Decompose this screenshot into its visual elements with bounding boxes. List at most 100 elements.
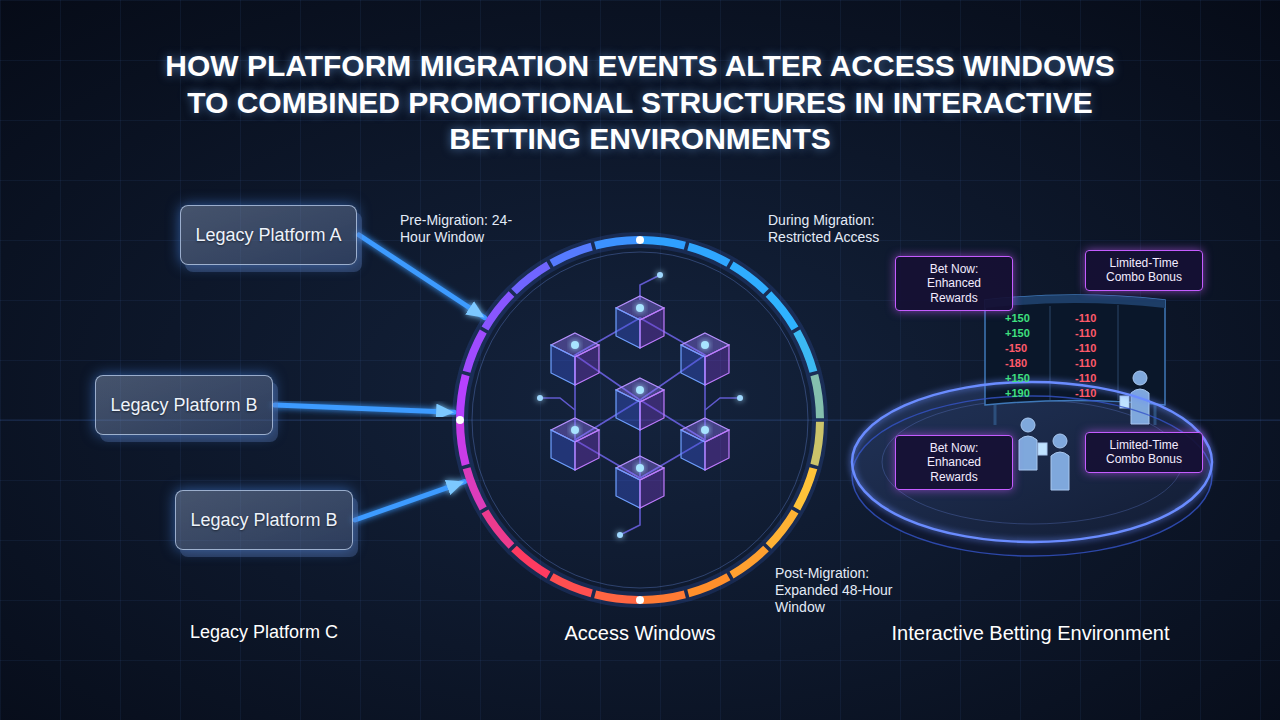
betting-platform: Interactive Betting Environment Bet Now: …	[848, 240, 1213, 650]
person-figure	[1021, 418, 1035, 432]
network-cube	[551, 296, 729, 508]
ring-segment	[793, 330, 817, 373]
migration-arrow	[355, 482, 464, 520]
ring-marker	[636, 236, 644, 244]
person-figure	[1051, 452, 1069, 490]
circuit-node	[537, 272, 743, 538]
promo-sign: Limited-Time Combo Bonus	[1085, 250, 1203, 291]
promo-sign: Bet Now: Enhanced Rewards	[895, 256, 1013, 311]
odds-board	[1050, 306, 1051, 400]
odds-board	[1154, 405, 1157, 425]
migration-arrow	[359, 235, 485, 318]
ring-segment	[642, 590, 686, 604]
migration-arrow	[275, 405, 454, 412]
ring-inner	[472, 252, 808, 588]
ring-segment	[730, 262, 769, 295]
ring-segment	[456, 422, 470, 466]
circuit-trace	[620, 505, 640, 535]
access-window-ring: Access Windows	[452, 232, 828, 608]
ring-segment	[642, 236, 686, 250]
person-figure	[1038, 443, 1047, 455]
circuit-trace	[705, 398, 740, 410]
promo-sign: Limited-Time Combo Bonus	[1085, 432, 1203, 473]
promo-sign: Bet Now: Enhanced Rewards	[895, 435, 1013, 490]
platform-outline	[848, 240, 1213, 650]
ring-segment	[456, 374, 470, 418]
circuit-node	[657, 272, 663, 278]
ring-segment	[730, 546, 769, 579]
person-figure	[1133, 371, 1147, 385]
ring-segment	[482, 291, 515, 330]
circuit-trace	[540, 398, 575, 410]
promo-text: Limited-Time Combo Bonus	[1092, 438, 1196, 467]
network-cube	[681, 333, 729, 385]
connector-group	[275, 235, 485, 520]
network-cube	[551, 333, 599, 385]
odds-board	[985, 295, 1165, 425]
platform-rim	[852, 382, 1212, 542]
ring-segment	[511, 262, 550, 295]
ring-heading: Access Windows	[452, 622, 828, 645]
odds-board	[994, 405, 997, 425]
ring-marker	[456, 416, 464, 424]
circuit-trace	[640, 275, 660, 300]
odds-cell: -110	[1075, 342, 1096, 354]
ring-segment	[594, 236, 638, 250]
circuit-node	[617, 532, 623, 538]
ring-outline	[452, 232, 828, 608]
person-figure	[1120, 396, 1129, 408]
odds-cell: -110	[1075, 372, 1096, 384]
platform-name: Legacy Platform B	[110, 395, 257, 416]
circuit-node	[537, 395, 543, 401]
odds-cell: +150	[1005, 372, 1030, 384]
network-cube	[551, 418, 599, 470]
platform-deck	[852, 382, 1212, 542]
phase-label: During Migration: Restricted Access	[768, 212, 896, 246]
odds-board	[985, 295, 1165, 308]
odds-cell: +150	[1005, 327, 1030, 339]
odds-cell: +190	[1005, 387, 1030, 399]
ring-segment	[766, 510, 799, 549]
odds-cell: +150	[1005, 312, 1030, 324]
odds-cell: -110	[1075, 387, 1096, 399]
odds-cell: -150	[1005, 342, 1027, 354]
legacy-platform: Legacy Platform BLegacy Platform C	[175, 490, 353, 550]
odds-cell: -110	[1075, 312, 1096, 324]
ring-segment	[594, 590, 638, 604]
network-cube	[616, 296, 664, 348]
platform-heading: Interactive Betting Environment	[848, 622, 1213, 645]
promo-text: Bet Now: Enhanced Rewards	[902, 441, 1006, 484]
person-figure	[1019, 371, 1149, 490]
circuit-trace	[540, 275, 740, 535]
platform-slab: Legacy Platform B	[95, 375, 273, 435]
promo-text: Bet Now: Enhanced Rewards	[902, 262, 1006, 305]
ring-segment	[463, 467, 487, 510]
legacy-platform: Legacy Platform B	[95, 375, 273, 435]
ring-glow	[460, 240, 820, 600]
odds-cell: -180	[1005, 357, 1027, 369]
ring-marker	[636, 596, 644, 604]
platform-heading: Legacy Platform C	[190, 622, 338, 643]
network-cube	[616, 456, 664, 508]
odds-cell: -110	[1075, 327, 1096, 339]
person-figure	[1019, 436, 1037, 470]
platform-name: Legacy Platform A	[195, 225, 341, 246]
ring-segment	[550, 243, 593, 267]
person-figure	[1131, 389, 1149, 424]
ring-group	[456, 236, 824, 604]
ring-segment	[793, 467, 817, 510]
ring-segment	[511, 546, 550, 579]
phase-label: Post-Migration: Expanded 48-Hour Window	[775, 565, 900, 615]
ring-segment	[463, 330, 487, 373]
network-cube	[681, 418, 729, 470]
network-cube	[616, 378, 664, 430]
ring-segment	[766, 291, 799, 330]
promo-text: Limited-Time Combo Bonus	[1092, 256, 1196, 285]
platform-slab: Legacy Platform B	[175, 490, 353, 550]
platform-slab: Legacy Platform A	[180, 205, 357, 265]
odds-board	[1118, 305, 1119, 400]
